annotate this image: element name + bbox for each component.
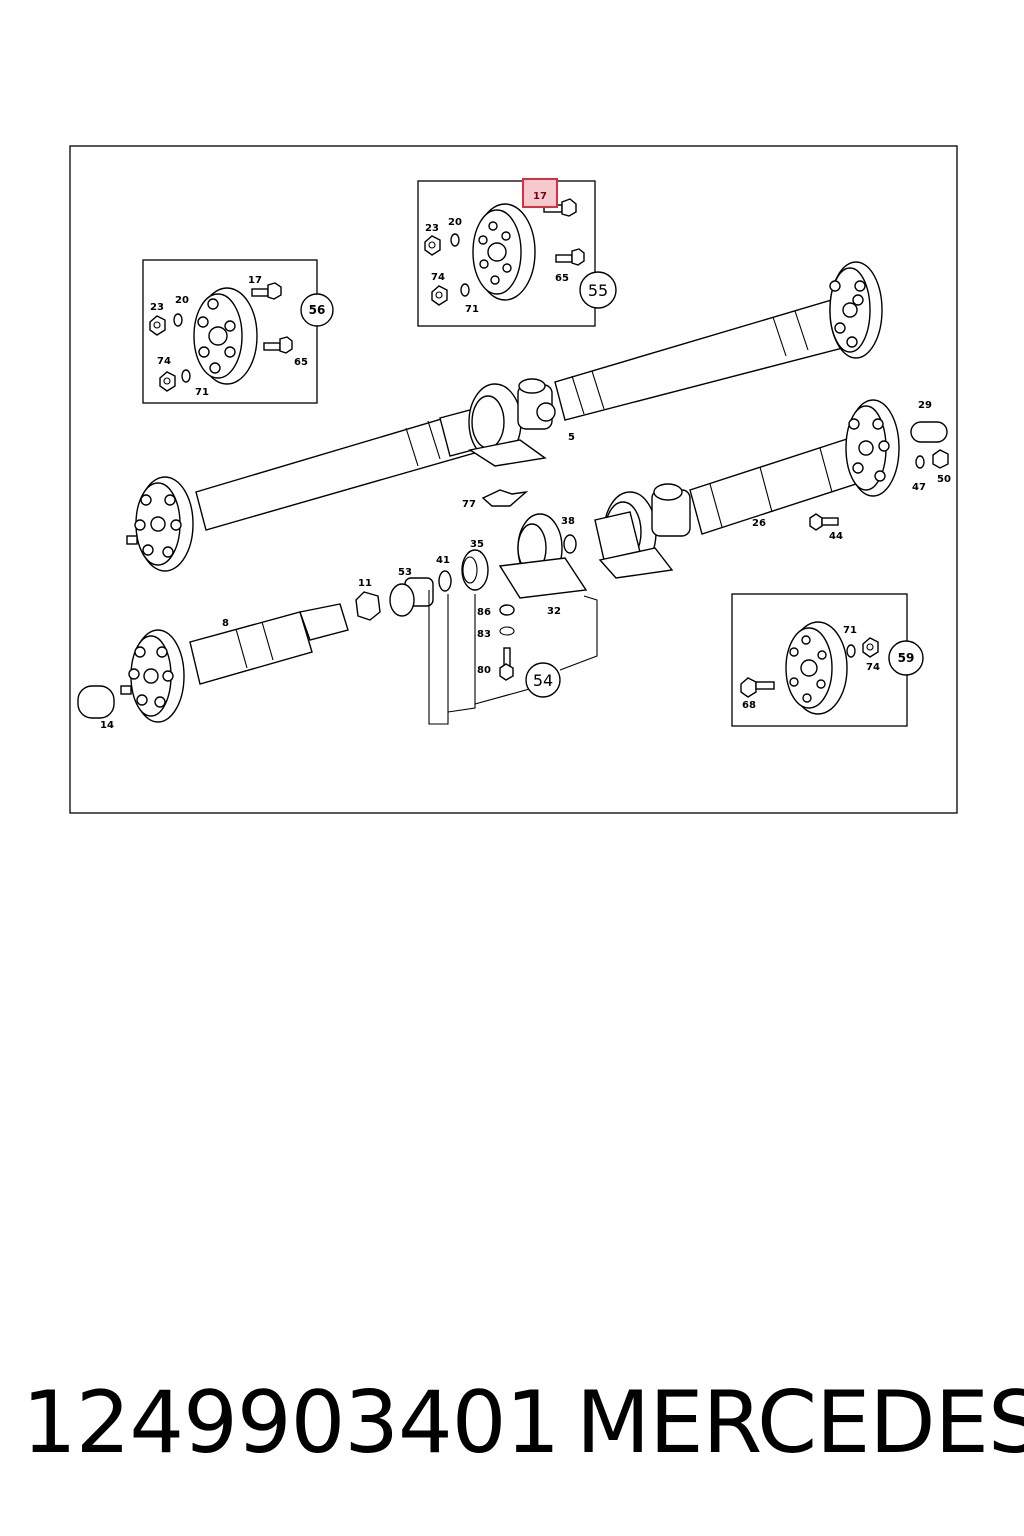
callout-circle-55	[579, 271, 617, 309]
label-b59-68: 68	[742, 700, 756, 711]
label-part-35: 35	[470, 539, 484, 550]
label-part-8: 8	[222, 618, 229, 629]
callout-circle-59	[888, 640, 924, 676]
part-number: 1249903401	[22, 1373, 560, 1473]
label-part-86: 86	[477, 607, 491, 618]
label-part-38: 38	[561, 516, 575, 527]
detail-box-55: 17 23 20 74 71 65 55	[417, 178, 617, 327]
label-part-5: 5	[568, 432, 575, 443]
label-part-77: 77	[462, 499, 476, 510]
label-b59-71: 71	[843, 625, 857, 636]
detail-box-56: 17 23 20 74 71 65 56	[142, 259, 334, 404]
label-part-14: 14	[100, 720, 114, 731]
label-b56-65: 65	[294, 357, 308, 368]
callout-circle-56	[300, 293, 334, 327]
callout-label-56: 56	[309, 303, 326, 317]
detail-box-59: 71 74 68 59	[731, 593, 924, 727]
label-b55-74: 74	[431, 272, 445, 283]
callout-circle-54	[525, 662, 561, 698]
exploded-parts-diagram: 17 23 20 74 71 65 55 17 23 20 74 71 65 5…	[69, 145, 958, 814]
label-b56-74: 74	[157, 356, 171, 367]
label-part-44: 44	[829, 531, 843, 542]
label-part-53: 53	[398, 567, 412, 578]
label-b56-20: 20	[175, 295, 189, 306]
label-b56-17: 17	[248, 275, 262, 286]
callout-label-55: 55	[588, 281, 608, 300]
label-part-47: 47	[912, 482, 926, 493]
highlight-box-17	[522, 178, 558, 208]
label-b56-23: 23	[150, 302, 164, 313]
label-b55-65: 65	[555, 273, 569, 284]
upper-propeller-shaft: 5	[126, 261, 883, 572]
highlight-label-17: 17	[533, 191, 547, 202]
front-propeller-shaft: 8 14	[77, 603, 349, 731]
label-part-26: 26	[752, 518, 766, 529]
label-part-41: 41	[436, 555, 450, 566]
label-part-80: 80	[477, 665, 491, 676]
label-b56-71: 71	[195, 387, 209, 398]
label-part-83: 83	[477, 629, 491, 640]
label-part-29: 29	[918, 400, 932, 411]
label-b55-71: 71	[465, 304, 479, 315]
callout-label-54: 54	[533, 671, 553, 690]
label-part-32: 32	[547, 606, 561, 617]
brand-name: MERCEDES	[576, 1373, 1024, 1473]
label-b55-23: 23	[425, 223, 439, 234]
label-b55-20: 20	[448, 217, 462, 228]
centre-bearing-group: 77 38 35 41 53 11 32 86 83 80 54	[355, 489, 598, 725]
part-caption: 1249903401 MERCEDES	[0, 1368, 1024, 1478]
diagram-frame	[69, 145, 958, 814]
label-b59-74: 74	[866, 662, 880, 673]
callout-label-59: 59	[898, 651, 915, 665]
label-part-11: 11	[358, 578, 372, 589]
label-part-50: 50	[937, 474, 951, 485]
rear-propeller-shaft: 29 47 50 26 44	[594, 399, 951, 579]
